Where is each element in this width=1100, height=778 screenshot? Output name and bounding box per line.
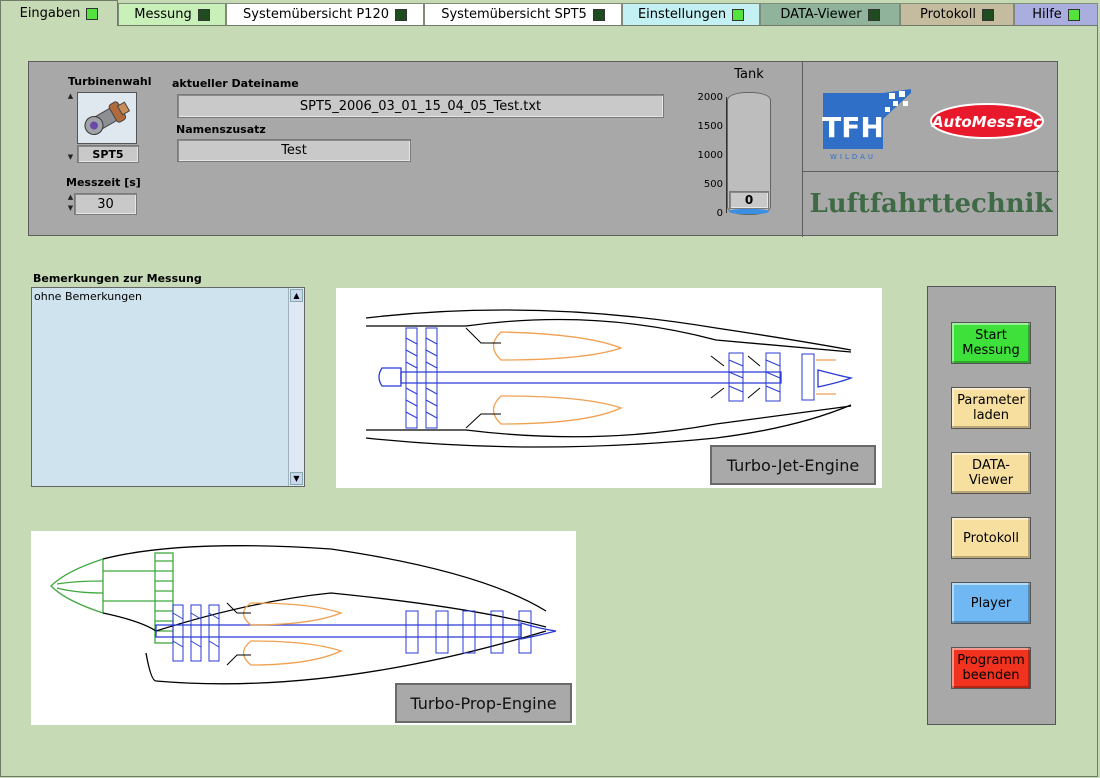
exit-program-button[interactable]: Programm beenden: [951, 647, 1031, 689]
turbine-spin-arrows[interactable]: ▲ ▼: [66, 92, 75, 162]
tab-label: Messung: [134, 7, 192, 22]
tab-systemuebersicht-spt5[interactable]: Systemübersicht SPT5: [424, 3, 622, 25]
led-indicator-icon: [592, 8, 605, 21]
tab-protokoll[interactable]: Protokoll: [900, 3, 1014, 25]
suffix-label: Namenszusatz: [176, 123, 266, 136]
messzeit-spin-arrows[interactable]: ▲ ▼: [66, 193, 75, 213]
turbo-prop-engine-icon: [50, 545, 557, 685]
led-indicator-icon: [981, 8, 994, 21]
turbo-prop-diagram: Turbo-Prop-Engine: [31, 531, 576, 725]
logo-tfh-text: TFH: [822, 111, 884, 144]
tank-gauge: Tank 2000 1500 1000 500 0 0: [689, 67, 809, 232]
arrow-up-icon[interactable]: ▲: [67, 92, 74, 100]
filename-field: SPT5_2006_03_01_15_04_05_Test.txt: [177, 94, 664, 118]
tab-label: DATA-Viewer: [780, 7, 862, 22]
tab-eingaben[interactable]: Eingaben: [0, 0, 118, 26]
logo-box: TFH WILDAU AutoMessTec: [802, 61, 1059, 172]
tab-label: Eingaben: [19, 6, 81, 21]
turbo-jet-diagram: Turbo-Jet-Engine: [336, 288, 882, 488]
tank-tick: 0: [716, 208, 723, 219]
turbine-icon: [78, 93, 136, 143]
led-indicator-icon: [86, 7, 99, 20]
tank-level-fill: [729, 209, 769, 214]
led-indicator-icon: [732, 8, 745, 21]
remarks-textarea[interactable]: ohne Bemerkungen ▲ ▼: [31, 287, 305, 487]
player-button[interactable]: Player: [951, 582, 1031, 624]
messzeit-label: Messzeit [s]: [66, 176, 141, 189]
load-parameters-button[interactable]: Parameter laden: [951, 387, 1031, 429]
tank-tick: 500: [703, 179, 723, 190]
data-viewer-button[interactable]: DATA- Viewer: [951, 452, 1031, 494]
tank-tick: 1000: [697, 150, 723, 161]
brand-box: Luftfahrttechnik: [802, 171, 1059, 237]
brand-title: Luftfahrttechnik: [809, 189, 1053, 219]
arrow-down-icon[interactable]: ▼: [67, 204, 74, 212]
tab-systemuebersicht-p120[interactable]: Systemübersicht P120: [226, 3, 424, 25]
tank-scale: [726, 97, 727, 213]
tab-strip: Eingaben Messung Systemübersicht P120 Sy…: [0, 0, 1100, 26]
tab-label: Hilfe: [1032, 7, 1062, 22]
remarks-scrollbar[interactable]: ▲ ▼: [288, 288, 304, 486]
scroll-up-icon[interactable]: ▲: [290, 289, 303, 302]
header-panel: Turbinenwahl ▲ ▼ SPT5 Messzeit [s] ▲ ▼: [28, 61, 1059, 237]
turbine-image: [77, 92, 137, 144]
messzeit-input[interactable]: 30: [74, 193, 137, 215]
start-measurement-button[interactable]: Start Messung: [951, 322, 1031, 364]
logo-wildau-text: WILDAU: [830, 153, 876, 161]
arrow-up-icon[interactable]: ▲: [67, 193, 74, 201]
led-indicator-icon: [867, 8, 880, 21]
action-button-panel: Start Messung Parameter laden DATA- View…: [927, 286, 1056, 725]
tab-label: Protokoll: [920, 7, 976, 22]
tank-label: Tank: [734, 67, 764, 82]
turbo-jet-engine-icon: [365, 309, 854, 448]
scroll-down-icon[interactable]: ▼: [290, 472, 303, 485]
tfh-logo-icon: TFH WILDAU AutoMessTec: [822, 89, 1044, 161]
remarks-text[interactable]: ohne Bemerkungen: [34, 290, 142, 303]
tank-tick: 1500: [697, 121, 723, 132]
tab-label: Systemübersicht P120: [243, 7, 389, 22]
remarks-label: Bemerkungen zur Messung: [33, 272, 202, 285]
tab-page-frame: [0, 25, 1098, 777]
tab-label: Einstellungen: [637, 7, 727, 22]
turbo-prop-label: Turbo-Prop-Engine: [395, 683, 572, 723]
led-indicator-icon: [197, 8, 210, 21]
logo-automesstec-text: AutoMessTec: [931, 113, 1042, 131]
tab-hilfe[interactable]: Hilfe: [1014, 3, 1098, 25]
filename-label: aktueller Dateiname: [172, 77, 299, 90]
tab-einstellungen[interactable]: Einstellungen: [622, 3, 760, 25]
turbine-name-display: SPT5: [77, 145, 139, 163]
tank-digital-display: 0: [729, 191, 769, 209]
turbine-label: Turbinenwahl: [68, 75, 152, 88]
turbine-selector[interactable]: ▲ ▼ SPT5: [66, 92, 139, 163]
messzeit-spinner[interactable]: ▲ ▼ 30: [66, 193, 137, 215]
turbo-jet-label: Turbo-Jet-Engine: [710, 445, 876, 485]
protokoll-button[interactable]: Protokoll: [951, 517, 1031, 559]
led-indicator-icon: [394, 8, 407, 21]
tank-tick: 2000: [697, 92, 723, 103]
suffix-field[interactable]: Test: [177, 139, 411, 162]
tab-messung[interactable]: Messung: [118, 3, 226, 25]
tab-data-viewer[interactable]: DATA-Viewer: [760, 3, 900, 25]
led-indicator-icon: [1067, 8, 1080, 21]
arrow-down-icon[interactable]: ▼: [67, 153, 74, 161]
tab-label: Systemübersicht SPT5: [441, 7, 587, 22]
